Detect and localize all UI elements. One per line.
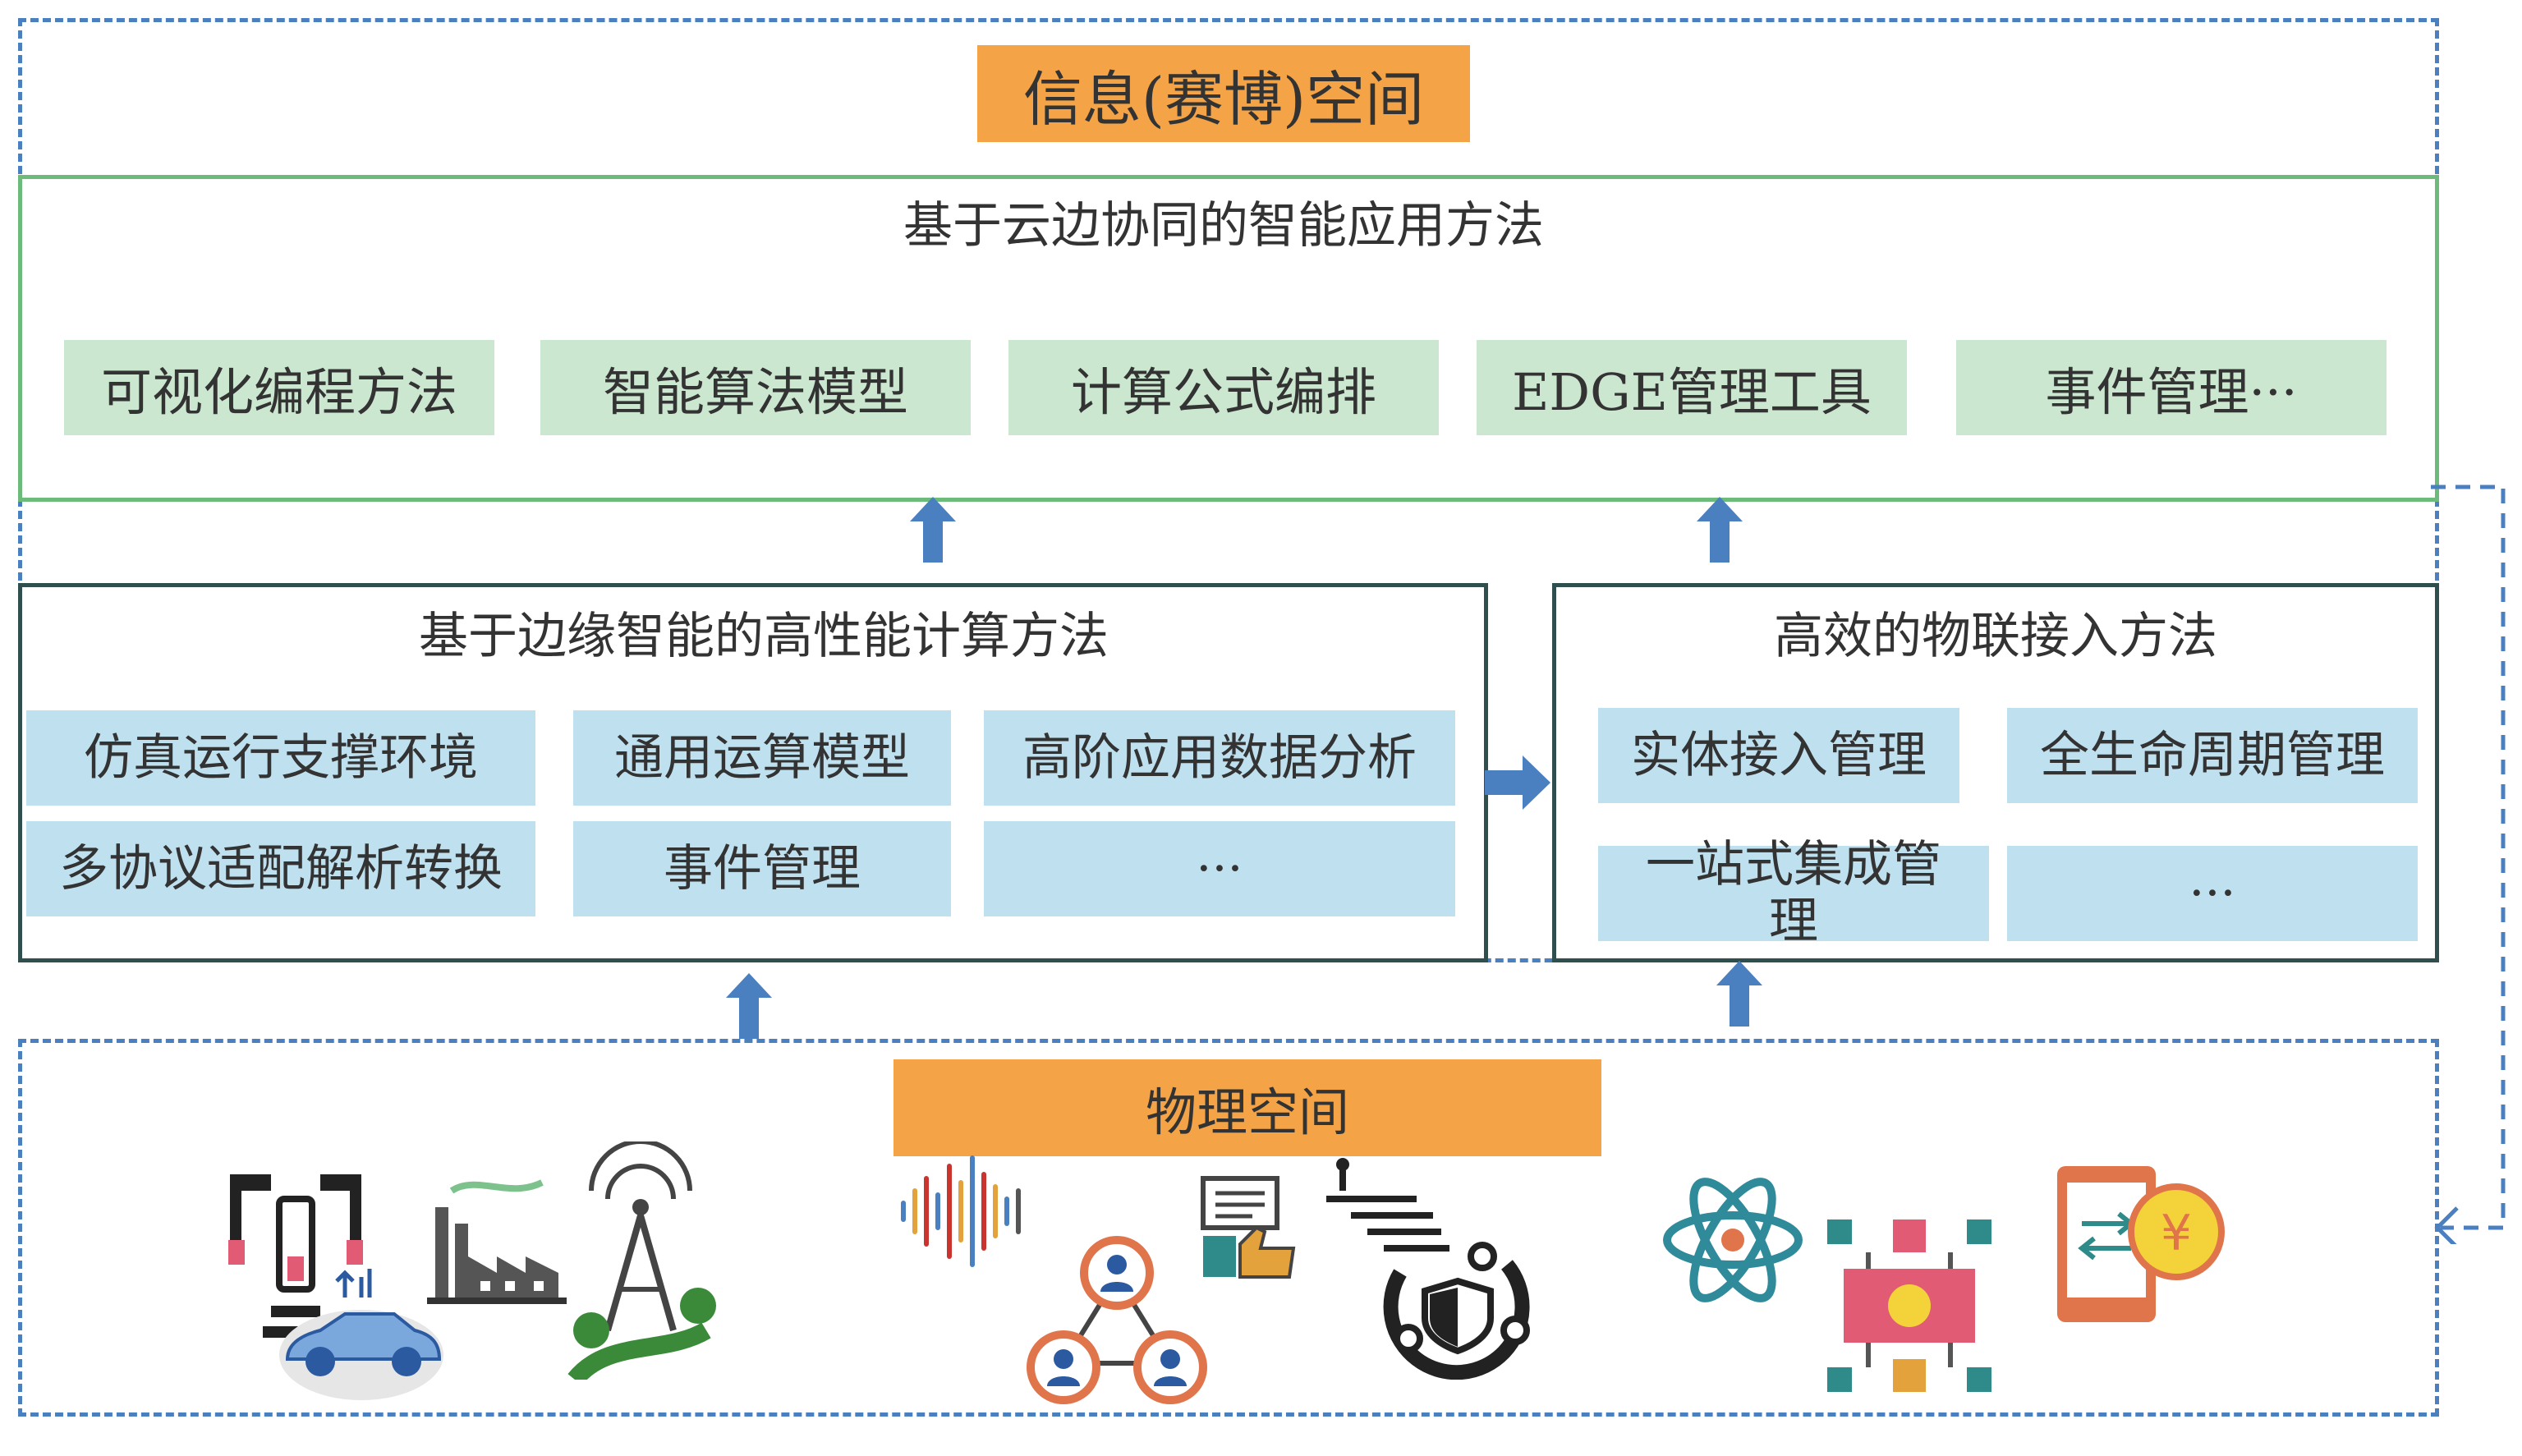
edge-item-event-management: 事件管理 (573, 821, 951, 916)
edge-item-general-models: 通用运算模型 (573, 710, 951, 806)
top-item-edge-tools: EDGE管理工具 (1477, 340, 1907, 435)
top-layer-heading: 基于云边协同的智能应用方法 (903, 197, 1544, 255)
svg-text:¥: ¥ (2161, 1205, 2192, 1262)
iot-layer-heading: 高效的物联接入方法 (1774, 608, 2217, 665)
iot-item-more: ··· (2007, 846, 2418, 941)
up-arrow-icon (1715, 961, 1764, 1027)
feedback-connector (2431, 485, 2506, 1244)
user-network-icon (1022, 1228, 1211, 1420)
edge-item-more: ··· (984, 821, 1455, 916)
top-item-visual-programming: 可视化编程方法 (64, 340, 494, 435)
up-arrow-icon (1695, 497, 1744, 563)
top-layer-frame (18, 175, 2439, 502)
blockchain-chip-icon (1819, 1211, 2000, 1403)
security-network-icon (1318, 1150, 1548, 1383)
chat-icon (1195, 1170, 1318, 1297)
cyber-space-title: 信息(赛博)空间 (977, 45, 1470, 142)
edge-item-data-analysis: 高阶应用数据分析 (984, 710, 1455, 806)
up-arrow-icon (724, 973, 774, 1039)
atom-icon (1659, 1166, 1807, 1317)
edge-item-simulation-env: 仿真运行支撑环境 (26, 710, 535, 806)
soundwave-icon (895, 1154, 1043, 1272)
top-item-event-management: 事件管理··· (1956, 340, 2386, 435)
edge-layer-heading: 基于边缘智能的高性能计算方法 (419, 608, 1109, 665)
top-item-intelligent-models: 智能算法模型 (540, 340, 971, 435)
up-arrow-icon (908, 497, 958, 563)
top-item-formula-orchestration: 计算公式编排 (1008, 340, 1439, 435)
iot-item-one-stop-integration: 一站式集成管理 (1598, 837, 1989, 950)
iot-item-entity-access: 实体接入管理 (1598, 708, 1959, 803)
right-arrow-icon (1485, 754, 1550, 811)
factory-icon (419, 1166, 567, 1317)
mobile-payment-icon: ¥ (2049, 1158, 2230, 1334)
iot-layer-frame (1552, 583, 2439, 962)
physical-space-frame (18, 1039, 2439, 1417)
electric-car-icon (271, 1265, 452, 1408)
signal-tower-icon (542, 1139, 739, 1386)
edge-item-protocol-conversion: 多协议适配解析转换 (26, 821, 535, 916)
iot-item-lifecycle: 全生命周期管理 (2007, 708, 2418, 803)
physical-space-title: 物理空间 (893, 1059, 1601, 1156)
